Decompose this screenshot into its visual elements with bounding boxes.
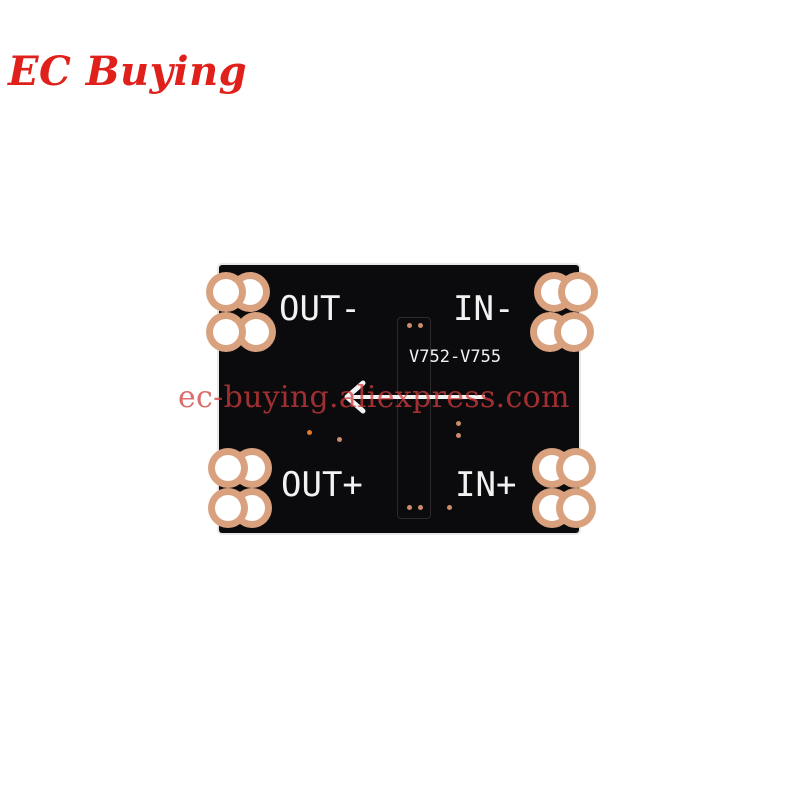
watermark: ec-buying.aliexpress.com	[178, 380, 570, 415]
left-arrow-icon	[344, 380, 485, 414]
solder-pad	[565, 279, 591, 305]
via	[407, 505, 412, 510]
solder-pad	[539, 495, 565, 521]
label-in-minus: IN-	[453, 289, 515, 329]
solder-pad	[563, 455, 589, 481]
pcb-board: OUT- IN- V752-V755 OUT+ IN+	[213, 265, 591, 533]
label-out-plus: OUT+	[281, 465, 363, 505]
solder-pad	[213, 319, 239, 345]
solder-pad	[215, 455, 241, 481]
label-out-minus: OUT-	[279, 289, 361, 329]
via	[337, 437, 342, 442]
label-part-number: V752-V755	[409, 347, 502, 367]
solder-pad	[541, 279, 567, 305]
solder-pad	[561, 319, 587, 345]
via	[418, 323, 423, 328]
brand-logo: EC Buying	[8, 48, 248, 95]
solder-pad	[239, 495, 265, 521]
via	[456, 421, 461, 426]
via	[456, 433, 461, 438]
solder-pad	[539, 455, 565, 481]
solder-pad	[239, 455, 265, 481]
solder-pad	[243, 319, 269, 345]
via	[307, 430, 312, 435]
label-in-plus: IN+	[455, 465, 517, 505]
solder-pad	[215, 495, 241, 521]
solder-pad	[537, 319, 563, 345]
via	[418, 505, 423, 510]
solder-pad	[237, 279, 263, 305]
via	[407, 323, 412, 328]
solder-pad	[563, 495, 589, 521]
solder-pad	[213, 279, 239, 305]
board-slot	[397, 317, 431, 519]
via	[447, 505, 452, 510]
